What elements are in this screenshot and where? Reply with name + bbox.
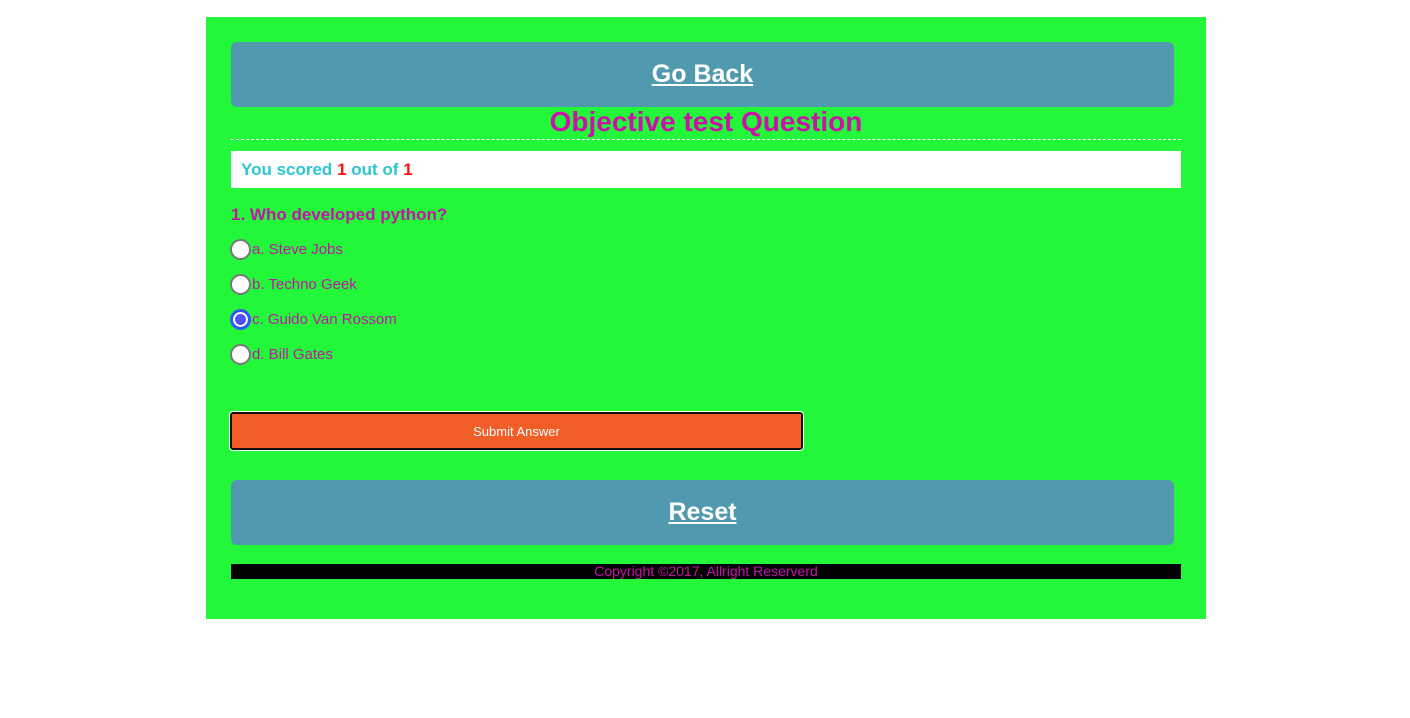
footer-copyright: Copyright ©2017, Allright Reserverd <box>231 564 1181 579</box>
option-label: a. Steve Jobs <box>252 241 343 258</box>
radio-c[interactable] <box>230 309 251 330</box>
divider <box>231 139 1181 140</box>
option-c[interactable]: c. Guido Van Rossom <box>230 309 397 330</box>
score-value: 1 <box>337 159 347 179</box>
option-b[interactable]: b. Techno Geek <box>230 274 357 295</box>
go-back-button[interactable]: Go Back <box>231 42 1174 107</box>
score-total: 1 <box>403 159 413 179</box>
score-middle: out of <box>351 159 399 179</box>
score-banner: You scored 1 out of 1 <box>231 151 1181 188</box>
option-label: c. Guido Van Rossom <box>252 311 397 328</box>
submit-answer-button[interactable]: Submit Answer <box>229 411 804 451</box>
go-back-link[interactable]: Go Back <box>651 60 754 88</box>
question-text: 1. Who developed python? <box>231 205 448 224</box>
option-d[interactable]: d. Bill Gates <box>230 344 333 365</box>
option-label: d. Bill Gates <box>252 346 333 363</box>
reset-button[interactable]: Reset <box>231 480 1174 545</box>
score-prefix: You scored <box>241 159 333 179</box>
radio-a[interactable] <box>230 239 251 260</box>
page-title: Objective test Question <box>549 106 863 137</box>
option-a[interactable]: a. Steve Jobs <box>230 239 343 260</box>
reset-link[interactable]: Reset <box>668 498 737 526</box>
radio-b[interactable] <box>230 274 251 295</box>
quiz-container: Go Back Objective test Question You scor… <box>206 17 1206 619</box>
option-label: b. Techno Geek <box>252 276 357 293</box>
radio-d[interactable] <box>230 344 251 365</box>
